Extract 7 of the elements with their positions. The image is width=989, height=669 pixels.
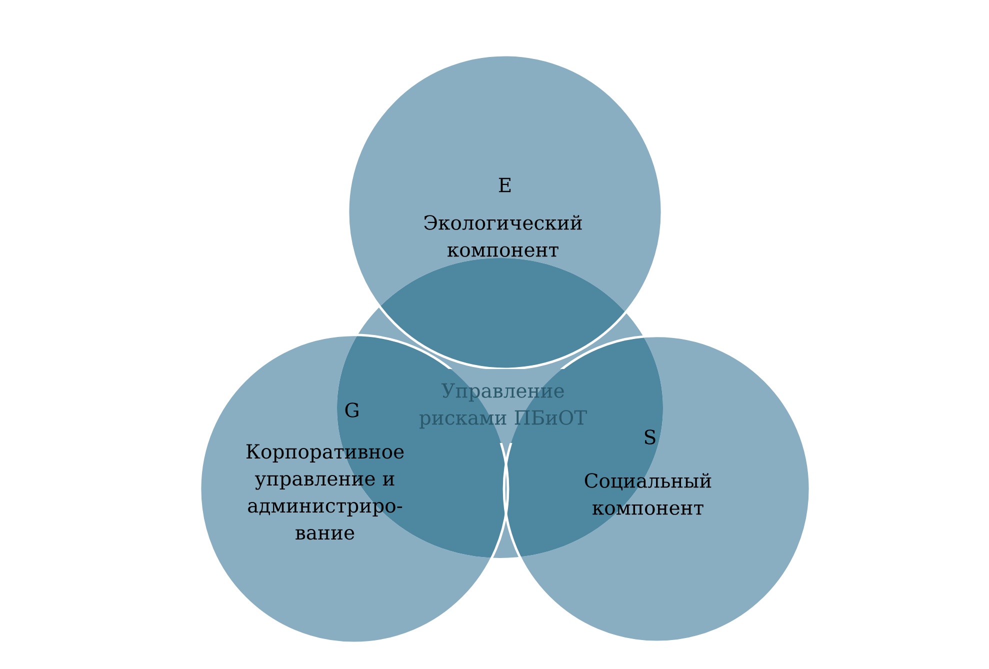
label-text: Экологический компонент xyxy=(424,215,582,257)
label-text: Корпоративное управление и администриро- вание xyxy=(246,444,404,540)
letter-heading: G xyxy=(345,402,358,418)
venn-circle xyxy=(346,54,664,370)
letter-heading: S xyxy=(644,430,656,444)
label-text: Социальный компонент xyxy=(584,473,712,515)
letter-heading: E xyxy=(498,178,511,192)
